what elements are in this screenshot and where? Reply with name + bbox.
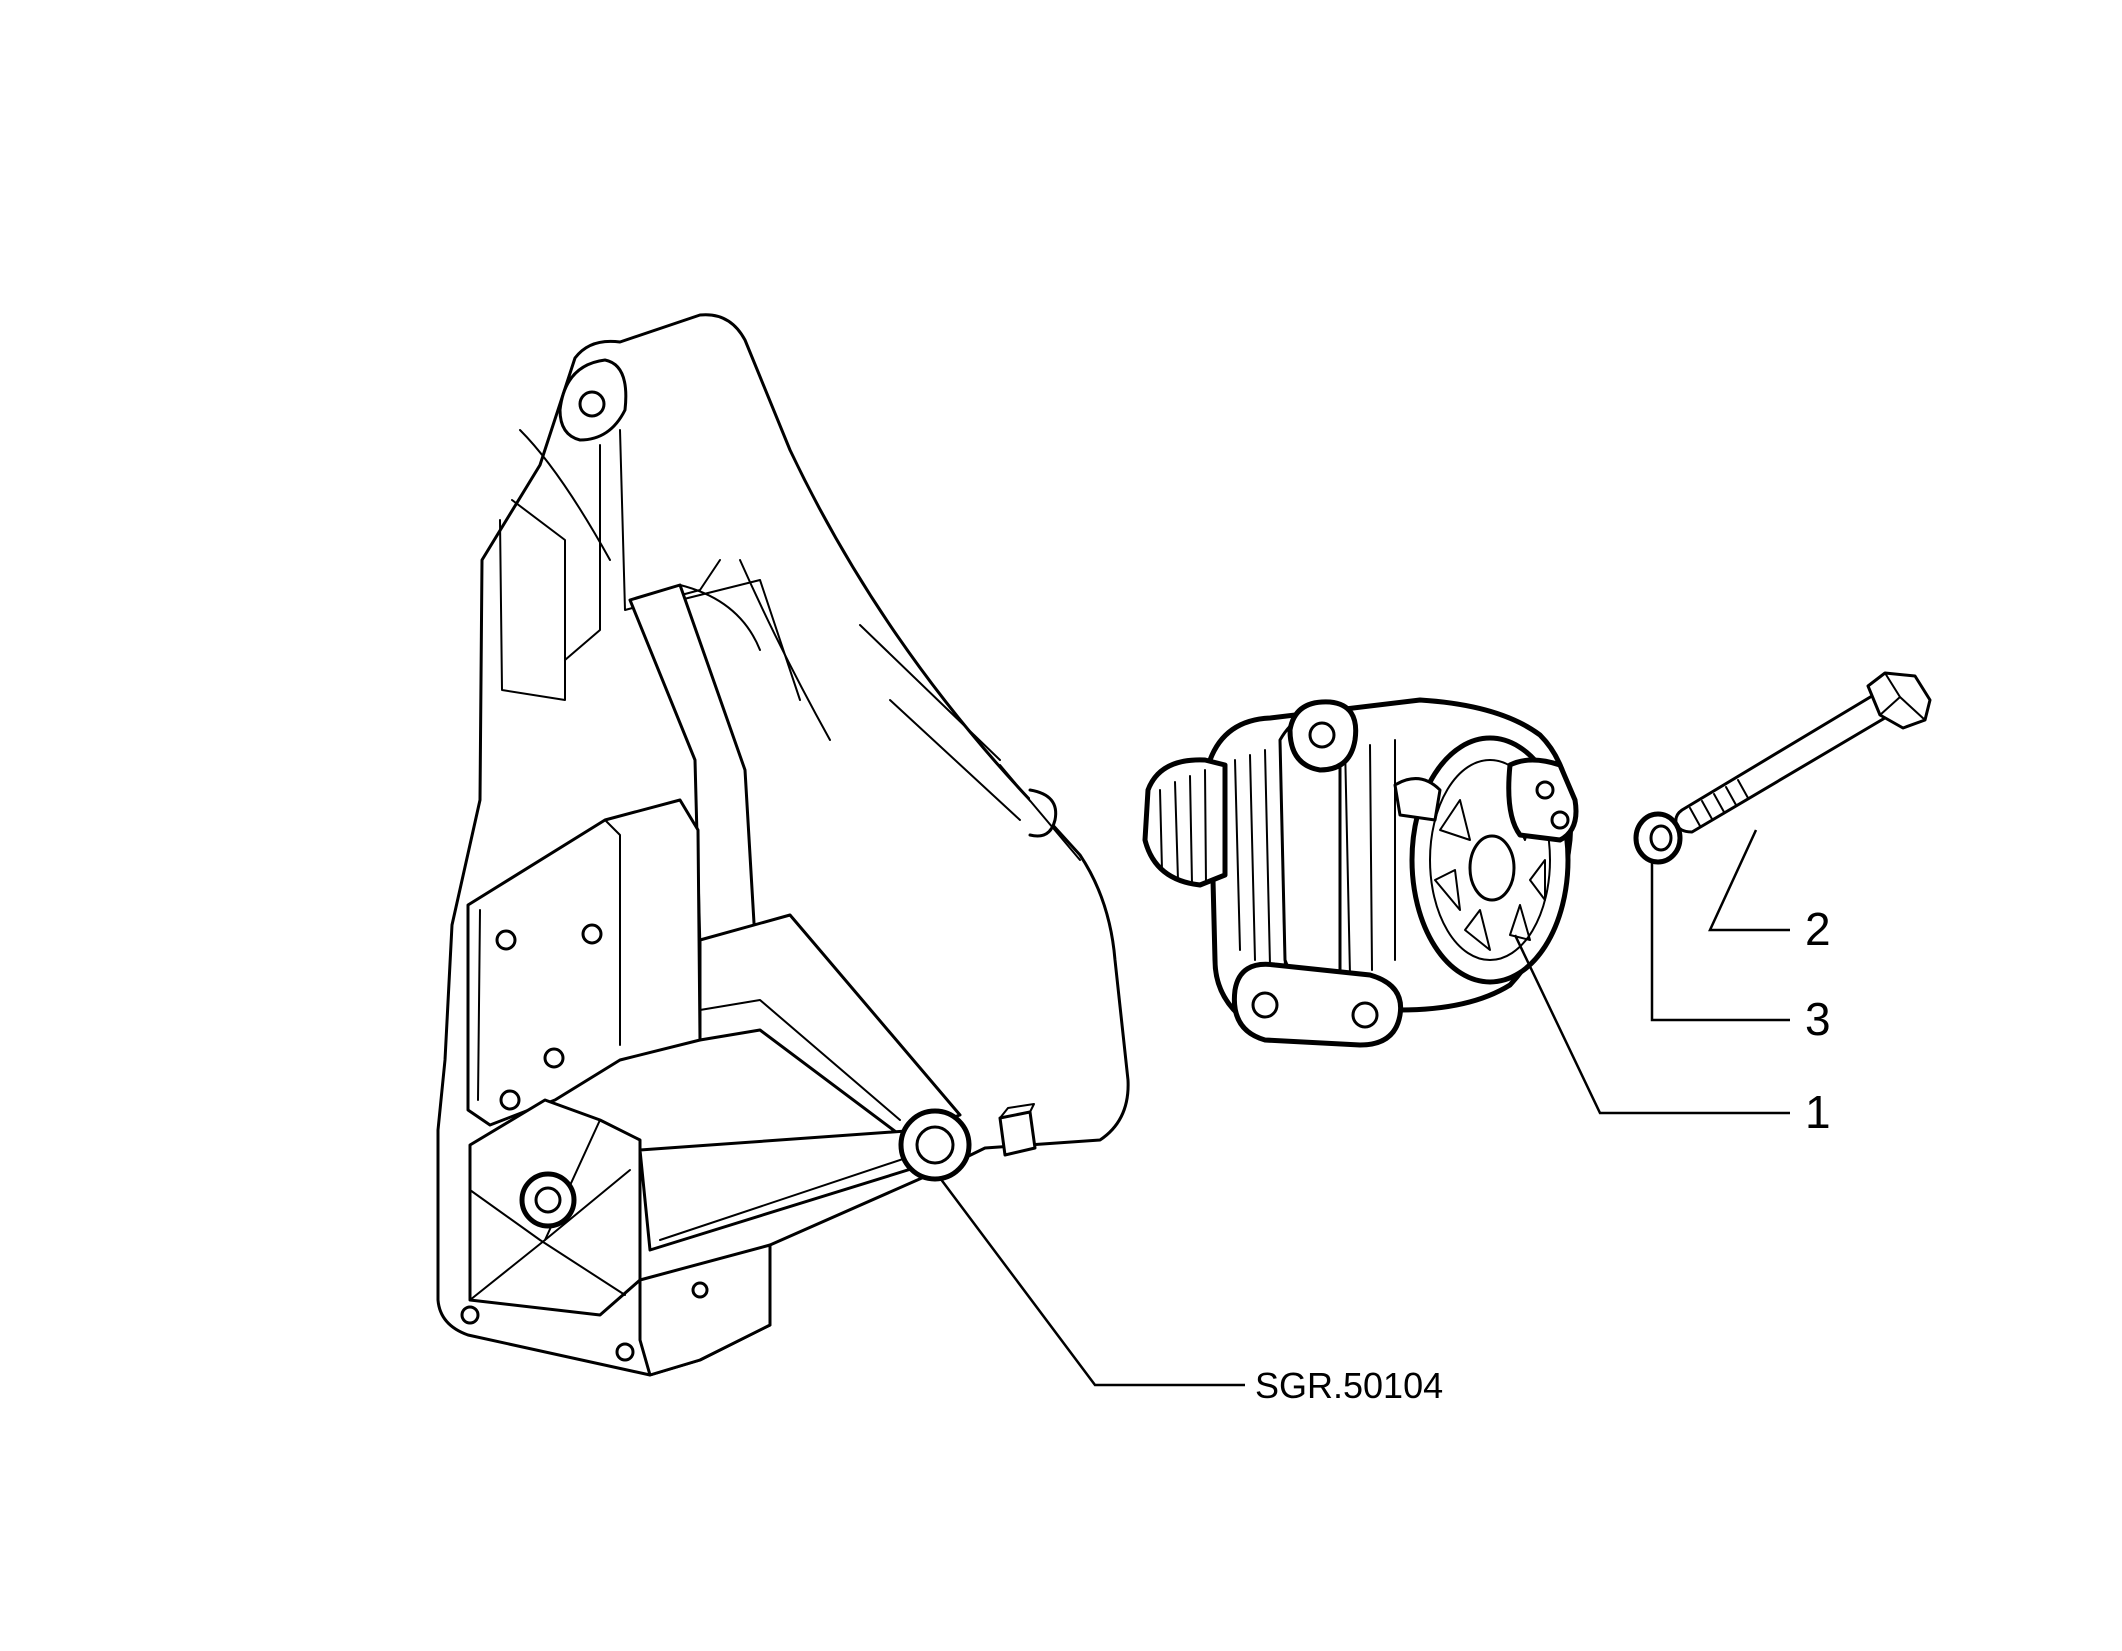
reference-label: SGR.50104 <box>1255 1365 1443 1406</box>
washer <box>1633 811 1683 865</box>
alternator-bracket <box>436 313 1130 1377</box>
alternator <box>1142 697 1579 1048</box>
callout-2-label: 2 <box>1805 903 1831 955</box>
leader-1 <box>1513 934 1790 1115</box>
leader-ref <box>938 1177 1245 1387</box>
callout-1-label: 1 <box>1805 1086 1831 1138</box>
leader-3 <box>1650 860 1790 1022</box>
leader-lines <box>938 829 1790 1387</box>
callout-3-label: 3 <box>1805 993 1831 1045</box>
leader-2 <box>1708 829 1790 932</box>
bolt <box>1674 671 1932 834</box>
